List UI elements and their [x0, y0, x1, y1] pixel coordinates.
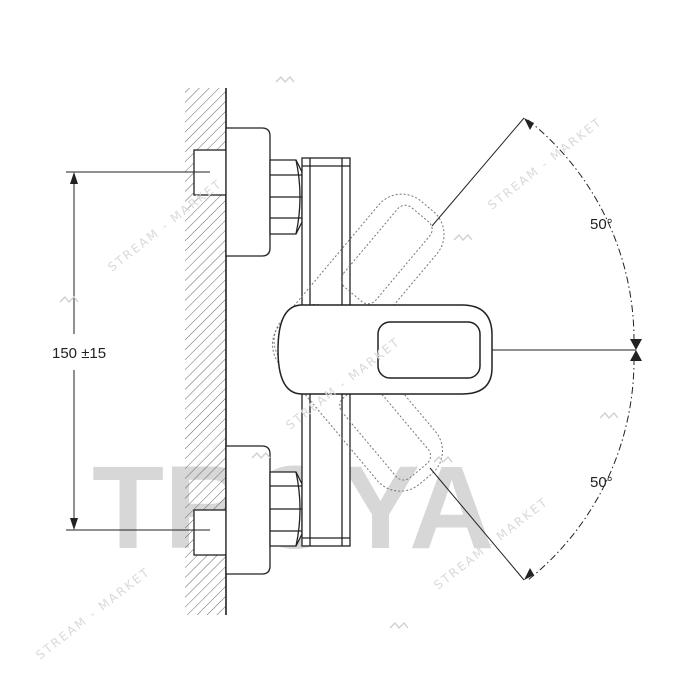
angle-reference-lines: [429, 117, 636, 581]
angle-label-upper: 50°: [590, 216, 613, 233]
flange-upper: [225, 127, 271, 257]
angle-arrowheads: [524, 118, 642, 580]
dimension-line: [66, 171, 210, 531]
wall-pipe-lower: [193, 509, 227, 556]
dimension-label: 150 ±15: [52, 345, 106, 362]
watermark-text: STREAM - MARKET: [485, 114, 605, 212]
hex-nut-upper: [269, 159, 303, 235]
lever-handle: [277, 304, 493, 395]
hex-nut-lower: [269, 471, 303, 547]
flange-lower: [225, 445, 271, 575]
dimension-arrowheads: [70, 172, 78, 530]
watermark-text: STREAM - MARKET: [33, 564, 153, 662]
watermark-wave-marks: [59, 75, 619, 630]
angle-label-lower: 50°: [590, 474, 613, 491]
angle-arc-upper: [527, 119, 635, 343]
angle-arc-lower: [527, 357, 635, 581]
